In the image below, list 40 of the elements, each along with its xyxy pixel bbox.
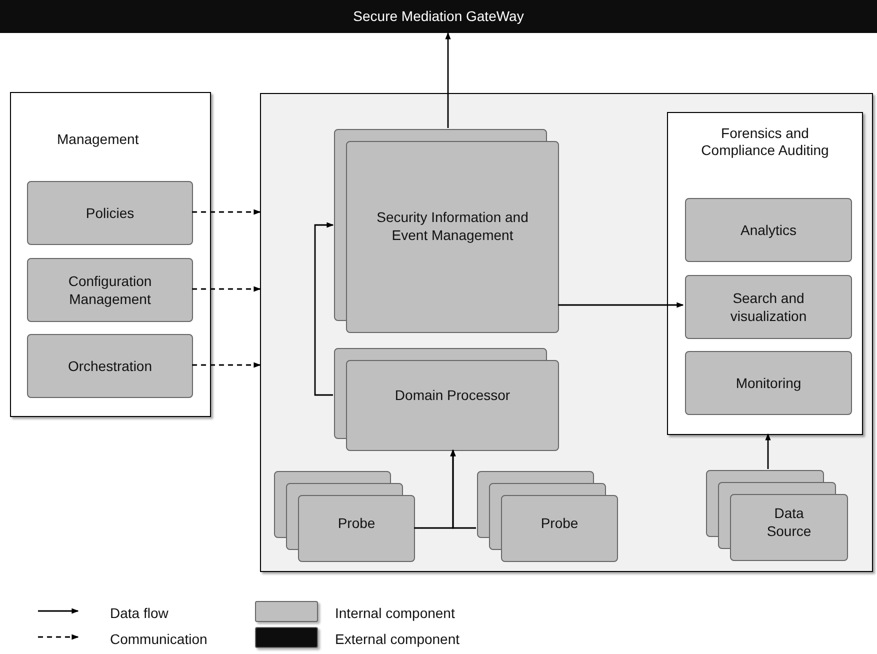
node-label: Management <box>57 130 139 149</box>
arrow <box>445 32 451 128</box>
node-label: Data Source <box>766 504 812 540</box>
arrow <box>558 302 684 308</box>
legend-label: Data flow <box>110 604 168 623</box>
component-box <box>685 275 852 339</box>
legend-label: Communication <box>110 630 208 649</box>
arrow <box>450 449 476 529</box>
dashed-arrow <box>192 362 261 368</box>
arrow <box>314 222 334 396</box>
group-panel <box>667 112 863 435</box>
node-label: Secure Mediation GateWay <box>353 7 524 26</box>
node-label: Probe <box>540 514 580 532</box>
dashed-arrow <box>192 209 261 215</box>
stacked-component <box>477 471 618 562</box>
node-label: Orchestration <box>66 357 154 375</box>
component-box <box>27 258 193 322</box>
component-box <box>27 334 193 398</box>
node-label: Security Information and Event Management <box>376 208 530 244</box>
node-label: Probe <box>336 514 376 532</box>
external-component-band <box>0 0 877 33</box>
component-box <box>685 351 852 415</box>
node-label: Monitoring <box>734 374 802 392</box>
arrow <box>765 433 771 469</box>
node-label: Configuration Management <box>67 272 153 308</box>
node-label: Domain Processor <box>394 386 512 404</box>
node-label: Forensics and Compliance Auditing <box>700 125 830 159</box>
legend-label: External component <box>335 630 460 649</box>
dashed-arrow <box>192 286 261 292</box>
component-box <box>685 198 852 262</box>
stacked-component <box>334 348 559 451</box>
stacked-component <box>274 471 415 562</box>
group-panel <box>10 92 211 417</box>
component-box <box>27 181 193 245</box>
node-label: Analytics <box>739 221 798 239</box>
legend-label: Internal component <box>335 604 455 623</box>
stacked-component <box>706 470 848 561</box>
node-label: Policies <box>84 204 136 222</box>
system-boundary <box>260 93 873 572</box>
node-label: Search and visualization <box>729 289 808 325</box>
